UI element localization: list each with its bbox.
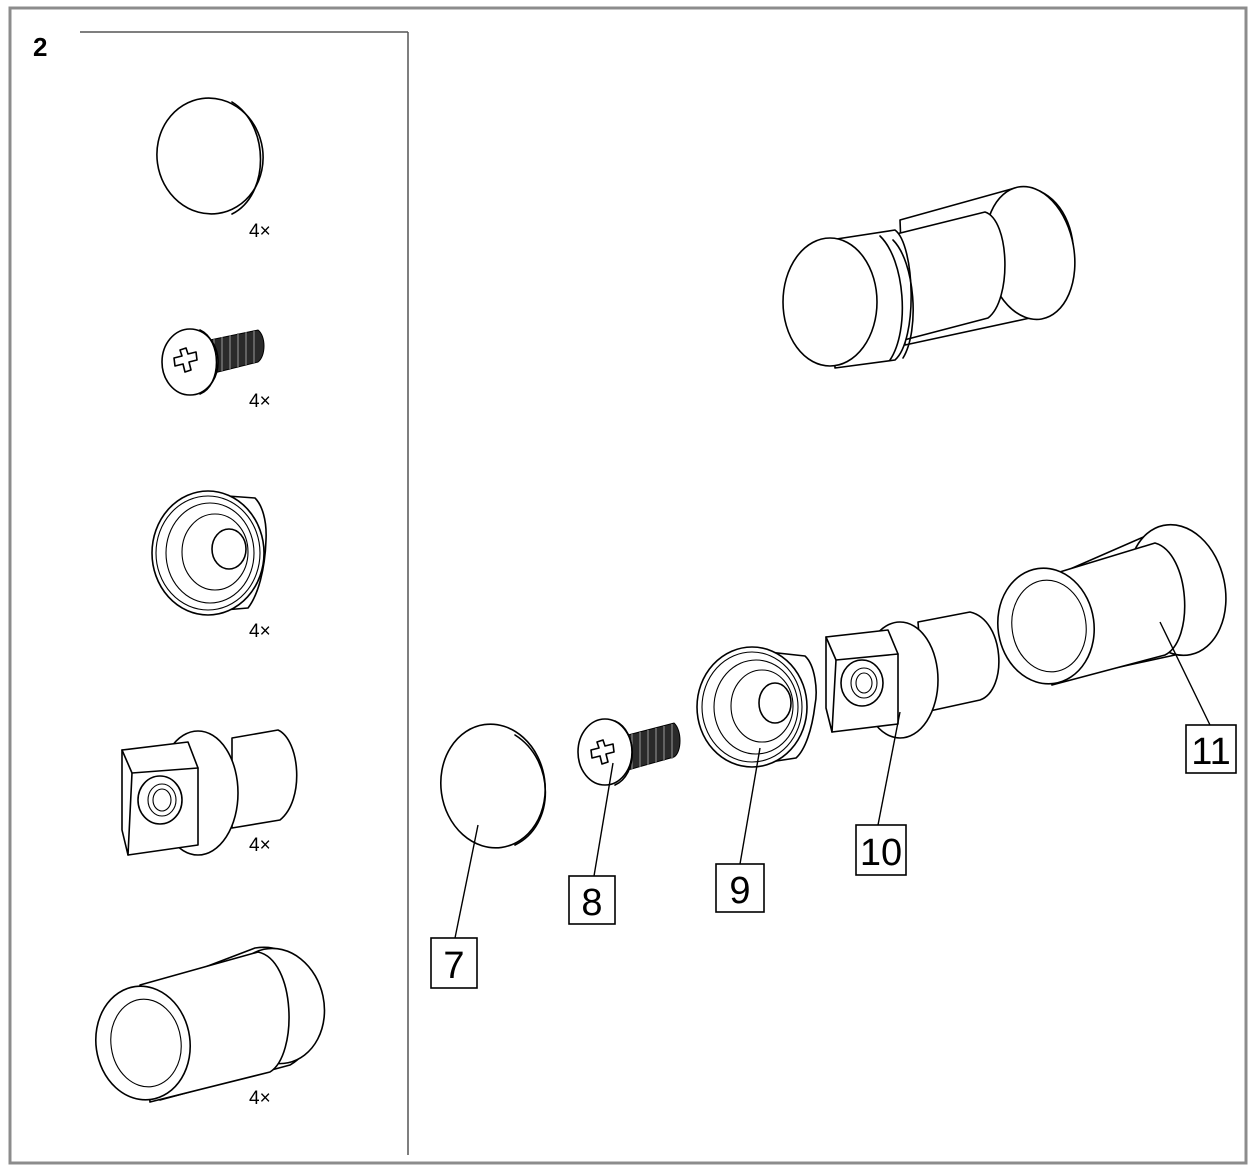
parts-item-quantity: 4× [249, 1088, 271, 1109]
page-frame [8, 6, 1248, 1165]
parts-item-square-nut-spacer: 4× [121, 729, 298, 856]
parts-item-cover-cap: 4× [156, 97, 271, 242]
parts-item-screw: 4× [161, 328, 271, 412]
callout-9: 9 [715, 863, 765, 913]
step-number: 2 [33, 32, 47, 62]
callout-label: 8 [581, 882, 602, 924]
callout-label: 10 [860, 832, 902, 874]
washer-cup-icon [151, 490, 267, 616]
callout-8: 8 [568, 875, 616, 925]
leader-line-8 [593, 762, 614, 877]
callout-7: 7 [430, 937, 478, 989]
screw-icon [161, 328, 265, 396]
assembled-hook-icon [782, 185, 1076, 369]
square-nut-spacer-icon [121, 729, 298, 856]
callout-label: 11 [1191, 731, 1230, 773]
callout-11: 11 [1185, 724, 1237, 774]
parts-item-sleeve: 4× [94, 946, 326, 1109]
exploded-view: 7 8 9 10 11 [430, 185, 1237, 989]
cover-cap-icon [156, 97, 264, 215]
parts-panel: 2 4× 4× [33, 31, 409, 1155]
exploded-cover-cap-icon [439, 723, 547, 849]
exploded-sleeve-icon [996, 523, 1227, 686]
parts-item-quantity: 4× [249, 391, 271, 412]
parts-item-washer-cup: 4× [151, 490, 271, 642]
callout-label: 9 [729, 870, 750, 912]
callout-label: 7 [443, 945, 464, 987]
exploded-washer-cup-icon [696, 646, 817, 768]
leader-line-9 [739, 747, 761, 865]
leader-line-7 [454, 824, 479, 939]
parts-item-quantity: 4× [249, 621, 271, 642]
sleeve-icon [94, 946, 326, 1103]
parts-item-quantity: 4× [249, 835, 271, 856]
callout-10: 10 [855, 824, 907, 876]
leader-line-11 [1159, 621, 1211, 726]
parts-item-quantity: 4× [249, 221, 271, 242]
exploded-screw-icon [577, 718, 681, 786]
leader-line-10 [877, 711, 901, 826]
leader-lines [454, 621, 1211, 939]
exploded-square-nut-spacer-icon [825, 611, 1000, 739]
